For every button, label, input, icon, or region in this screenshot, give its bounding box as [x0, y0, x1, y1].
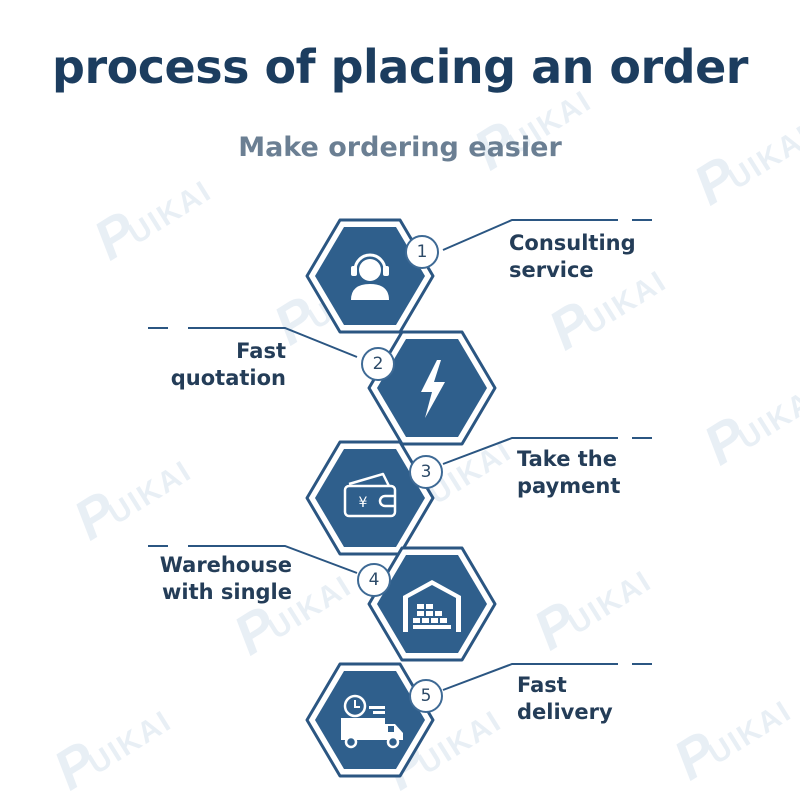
- delivery-truck-icon: [341, 694, 403, 749]
- step-5-label: Fast delivery: [517, 673, 613, 724]
- step-number-badge: 1: [405, 235, 439, 269]
- wallet-yen-icon: ¥: [343, 472, 397, 518]
- connector-line-3: [442, 437, 618, 465]
- connector-line-2: [188, 327, 358, 358]
- page-title: process of placing an order: [52, 40, 748, 94]
- step-1-hexagon: 1: [305, 218, 439, 334]
- step-4-label: Warehouse with single: [159, 553, 292, 604]
- step-number-badge: 3: [409, 455, 443, 489]
- step-1-label: Consulting service: [509, 231, 636, 282]
- svg-text:¥: ¥: [359, 495, 368, 511]
- step-2-label: Fast quotation: [170, 339, 286, 390]
- step-number-badge: 5: [409, 679, 443, 713]
- lightning-bolt-icon: [421, 360, 445, 418]
- step-5-hexagon: 5: [305, 662, 443, 778]
- connector-line-5: [442, 663, 618, 691]
- warehouse-icon: [403, 580, 461, 632]
- step-3-label: Take the payment: [517, 447, 621, 498]
- connector-line-1: [442, 219, 618, 251]
- step-number-badge: 2: [361, 347, 395, 381]
- step-number-badge: 4: [357, 563, 391, 597]
- step-4-hexagon: 4: [357, 546, 497, 662]
- headset-agent-icon: [351, 253, 389, 300]
- connector-line-4: [188, 545, 358, 574]
- page-subtitle: Make ordering easier: [238, 132, 562, 163]
- step-3-hexagon: ¥ 3: [305, 440, 443, 556]
- step-2-hexagon: 2: [361, 330, 497, 446]
